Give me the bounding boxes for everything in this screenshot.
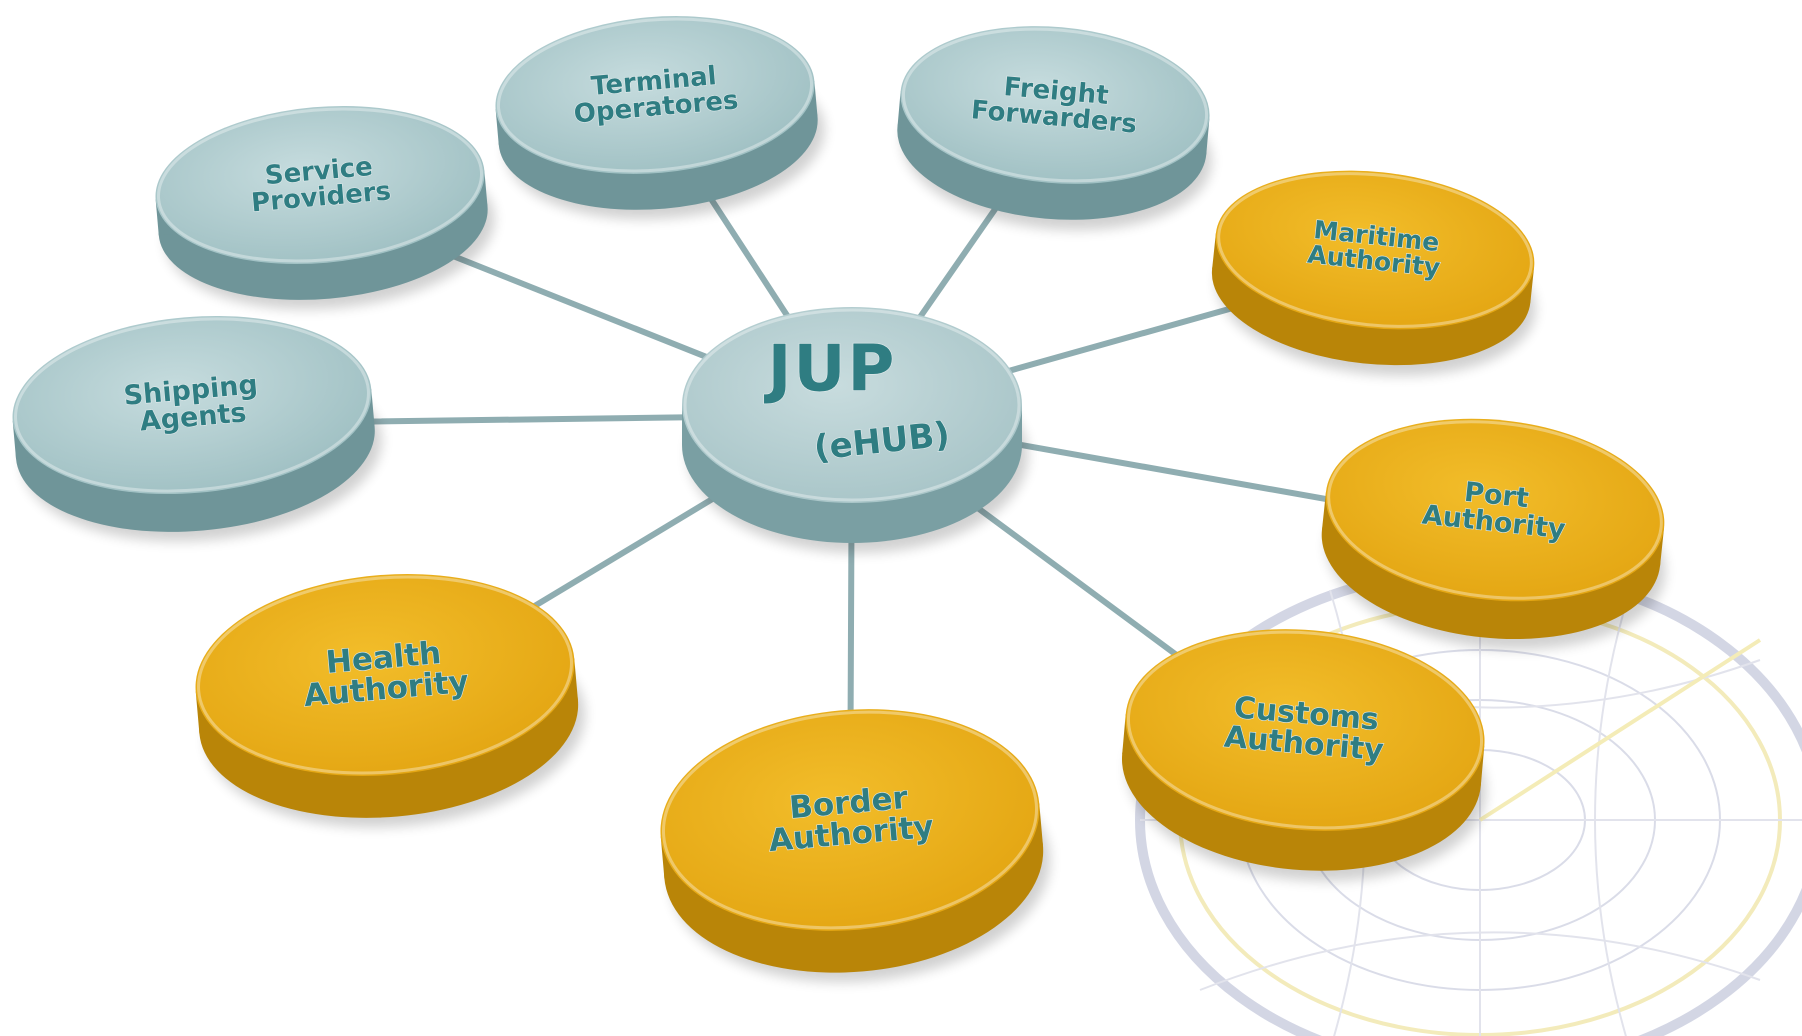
hub-node[interactable]: JUP(eHUB) bbox=[682, 307, 1028, 553]
node-label-line: Port bbox=[1463, 477, 1531, 515]
hub-disc[interactable]: JUP(eHUB) bbox=[682, 307, 1028, 553]
hub-title: JUP bbox=[764, 333, 897, 407]
